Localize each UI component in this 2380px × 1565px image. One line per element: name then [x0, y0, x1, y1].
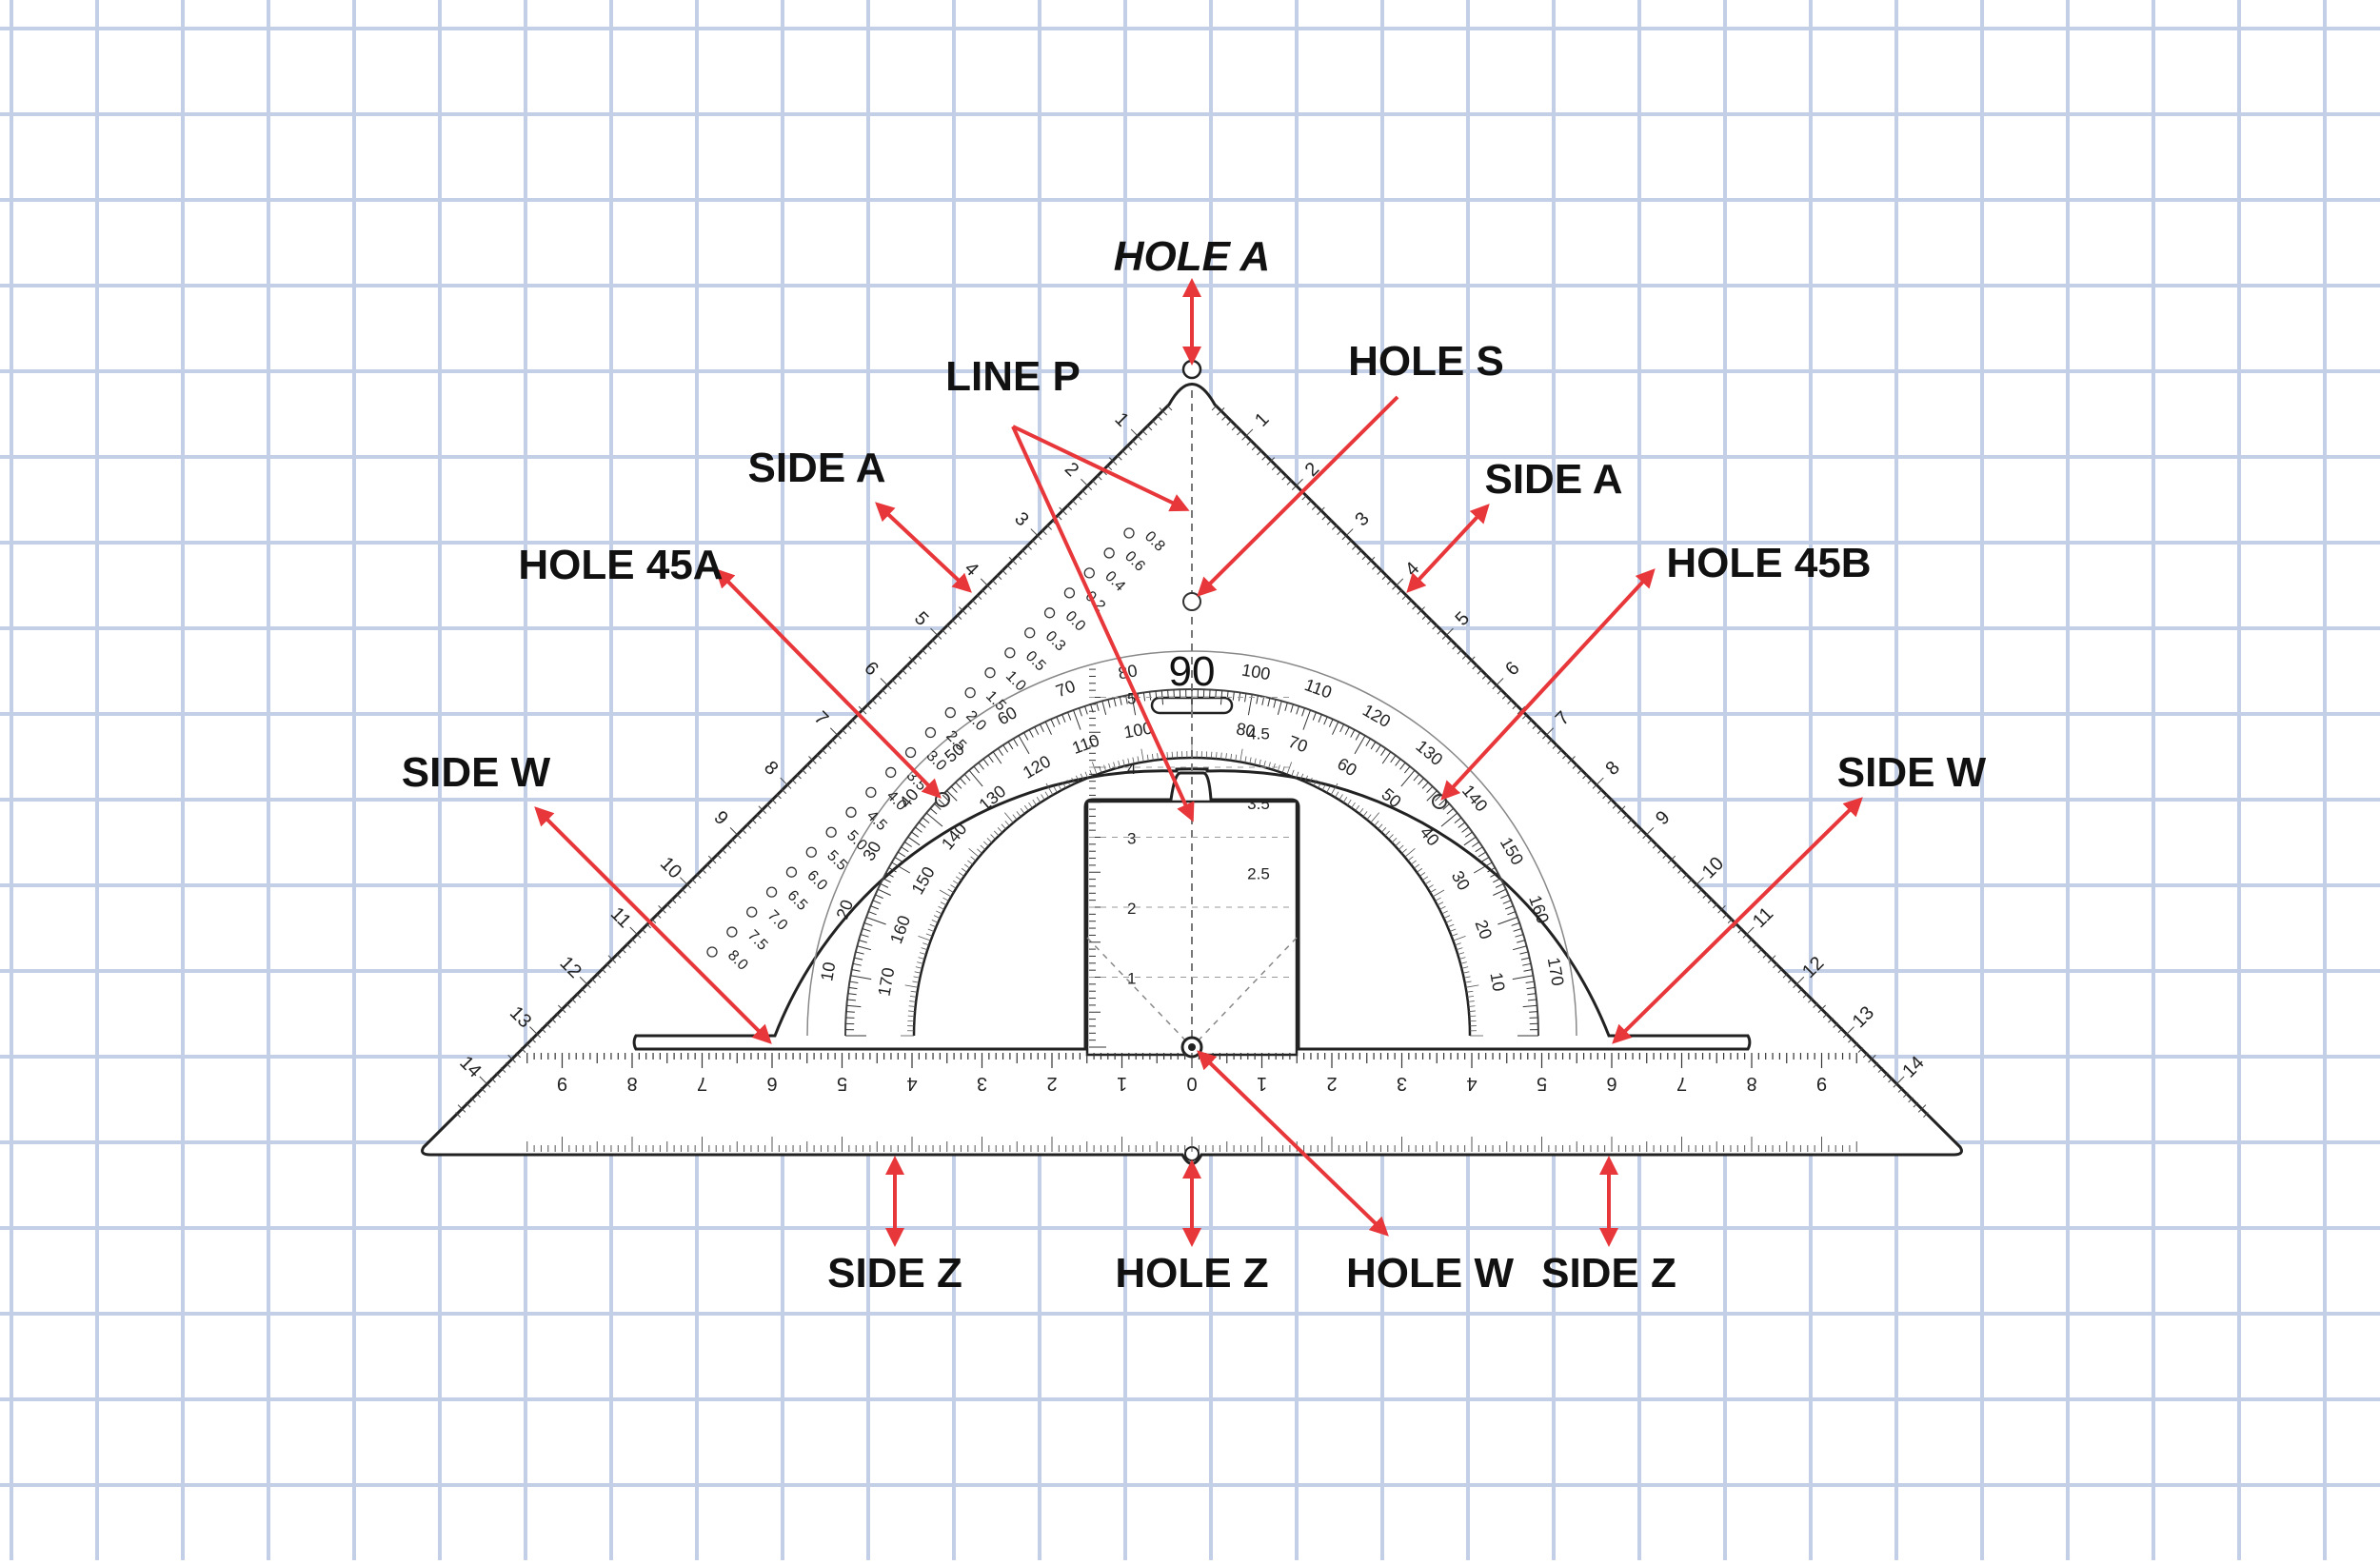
arrow-side-a-right	[1409, 506, 1487, 590]
hole-scale-circle	[806, 847, 816, 857]
hole-a	[1183, 361, 1200, 378]
edge-scale-label: 1	[1251, 408, 1273, 430]
bottom-scale-label: 3	[977, 1073, 987, 1094]
hole-scale-circle	[886, 767, 896, 777]
hole-scale-circle	[866, 787, 876, 797]
hole-scale-circle	[1124, 528, 1134, 538]
edge-scale-label: 9	[1652, 807, 1674, 829]
hole-s	[1183, 593, 1200, 610]
hole-w-center	[1188, 1043, 1196, 1051]
bottom-scale-label: 5	[1537, 1073, 1547, 1094]
label-side-z-right: SIDE Z	[1541, 1250, 1676, 1297]
protractor-inner-label: 10	[1486, 971, 1508, 993]
vertical-scale-label: 2	[1127, 900, 1136, 918]
bottom-scale-label: 6	[766, 1073, 777, 1094]
vertical-scale-label: 4	[1127, 760, 1136, 778]
hole-scale-circle	[1104, 548, 1114, 558]
label-hole-a: HOLE A	[1114, 233, 1271, 280]
edge-scale-label: 3	[1010, 508, 1032, 530]
bottom-scale-label: 7	[697, 1073, 707, 1094]
edge-scale-label: 6	[1501, 658, 1523, 680]
bottom-scale-label: 2	[1046, 1073, 1057, 1094]
label-hole-z: HOLE Z	[1115, 1250, 1268, 1297]
hole-scale-circle	[707, 947, 717, 957]
bottom-scale-label: 4	[1466, 1073, 1477, 1094]
hole-scale-circle	[925, 728, 935, 738]
hole-scale-circle	[985, 668, 995, 678]
bottom-scale-label: 4	[906, 1073, 917, 1094]
half-scale-label: 3.5	[1247, 795, 1270, 813]
edge-scale-label: 3	[1351, 508, 1373, 530]
bottom-scale-label: 1	[1117, 1073, 1127, 1094]
vertical-scale-label: 3	[1127, 830, 1136, 848]
hole-scale-circle	[965, 688, 975, 698]
edge-scale-label: 7	[810, 707, 832, 729]
protractor-outer-label: 10	[817, 961, 839, 982]
hole-scale-circle	[846, 807, 856, 817]
edge-scale-label: 6	[860, 658, 882, 680]
label-line-p: LINE P	[945, 353, 1081, 400]
label-side-w-left: SIDE W	[402, 749, 551, 796]
bottom-scale-label: 1	[1257, 1073, 1267, 1094]
bottom-scale-label: 3	[1397, 1073, 1407, 1094]
edge-scale-label: 1	[1110, 408, 1132, 430]
label-side-a-right: SIDE A	[1484, 456, 1622, 503]
bottom-scale-label: 0	[1186, 1073, 1197, 1094]
hole-scale-circle	[1084, 568, 1094, 578]
hole-scale-circle	[1025, 628, 1035, 638]
hole-scale-circle	[727, 927, 737, 937]
edge-scale-label: 9	[709, 807, 731, 829]
vertical-scale-label: 1	[1127, 970, 1136, 988]
protractor-tick	[1529, 1012, 1537, 1013]
edge-scale-label: 8	[760, 757, 782, 779]
edge-scale-label: 4	[961, 558, 982, 580]
protractor-tick	[846, 1012, 855, 1013]
bottom-scale-label: 9	[1816, 1073, 1827, 1094]
bottom-scale-label: 5	[837, 1073, 847, 1094]
half-scale-label: 4.5	[1247, 724, 1270, 743]
protractor-center-label: 90	[1169, 648, 1216, 695]
hole-scale-circle	[1005, 648, 1015, 658]
label-side-w-right: SIDE W	[1837, 749, 1987, 796]
hole-scale-circle	[945, 708, 955, 718]
bottom-scale-label: 6	[1606, 1073, 1616, 1094]
bottom-scale-label: 8	[1746, 1073, 1756, 1094]
label-hole-s: HOLE S	[1348, 338, 1504, 385]
bottom-scale-label: 2	[1326, 1073, 1337, 1094]
hole-scale-circle	[1064, 588, 1074, 598]
label-side-z-left: SIDE Z	[827, 1250, 962, 1297]
bottom-scale-label: 7	[1676, 1073, 1687, 1094]
hole-scale-circle	[747, 907, 757, 917]
bottom-scale-label: 8	[626, 1073, 637, 1094]
hole-scale-circle	[906, 747, 916, 757]
half-scale-label: 2.5	[1247, 864, 1270, 882]
hole-scale-circle	[786, 867, 796, 877]
label-hole-w: HOLE W	[1346, 1250, 1514, 1297]
hole-scale-circle	[1045, 608, 1055, 618]
label-hole-45a: HOLE 45A	[518, 542, 723, 588]
bottom-scale-label: 9	[557, 1073, 567, 1094]
edge-scale-label: 2	[1061, 459, 1082, 481]
hole-scale-circle	[767, 887, 777, 897]
label-side-a-left: SIDE A	[747, 445, 885, 491]
hole-scale-circle	[826, 827, 836, 837]
edge-scale-label: 2	[1301, 459, 1323, 481]
edge-scale-label: 8	[1601, 757, 1623, 779]
label-hole-45b: HOLE 45B	[1666, 540, 1871, 586]
